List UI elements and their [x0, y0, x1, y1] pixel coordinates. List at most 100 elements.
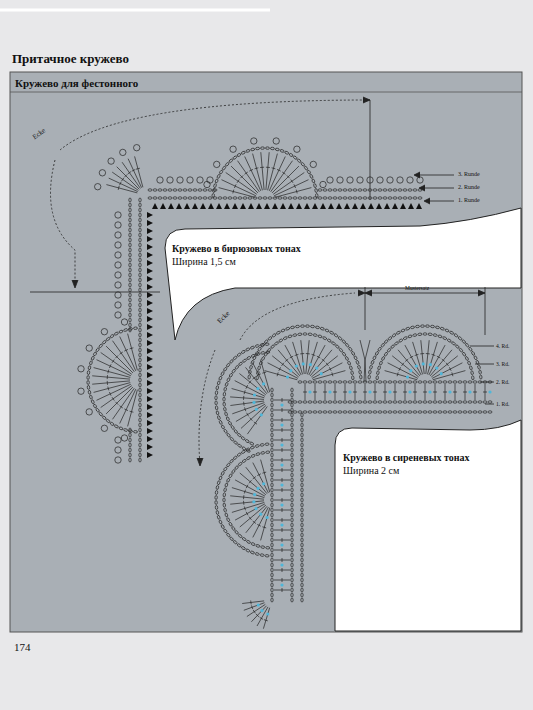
stitch — [294, 184, 296, 188]
stitch — [129, 458, 131, 462]
stitch — [139, 363, 141, 367]
stitch — [271, 598, 273, 602]
stitch — [213, 183, 216, 188]
stitch — [99, 170, 105, 176]
stitch — [158, 197, 162, 199]
stitch — [338, 189, 342, 191]
stitch — [289, 369, 292, 372]
stitch — [282, 438, 283, 442]
stitch — [323, 197, 327, 199]
stitch — [271, 543, 273, 547]
stitch — [268, 197, 272, 199]
stitch — [271, 548, 273, 552]
stitch — [129, 443, 131, 447]
stitch — [224, 508, 227, 512]
stitch — [139, 398, 141, 402]
stitch — [237, 433, 242, 437]
stitch — [257, 366, 260, 371]
stitch — [354, 355, 358, 360]
stitch — [266, 451, 270, 454]
stitch — [437, 356, 441, 358]
stitch — [260, 147, 264, 150]
stitch — [280, 583, 283, 586]
stitch — [388, 411, 392, 413]
stitch — [468, 411, 472, 413]
stitch — [349, 366, 352, 371]
stitch — [378, 381, 382, 383]
stitch — [291, 478, 293, 482]
stitch — [301, 438, 303, 442]
stitch — [289, 153, 294, 157]
stitch — [107, 375, 108, 379]
stitch — [139, 343, 141, 347]
stitch — [315, 367, 318, 370]
stitch — [300, 353, 304, 354]
stitch — [139, 223, 141, 227]
dimension-lines — [30, 97, 494, 466]
stitch — [129, 238, 131, 242]
stitch — [271, 408, 273, 412]
stitch — [224, 488, 227, 492]
stitch — [388, 401, 392, 403]
stitch — [435, 367, 438, 370]
stitch — [147, 348, 153, 354]
stitch — [173, 197, 177, 199]
stitch — [250, 446, 255, 450]
stitch — [139, 413, 141, 417]
stitch — [413, 189, 417, 191]
stitch — [397, 177, 403, 183]
stitch — [373, 197, 377, 199]
stitch — [291, 468, 293, 472]
stitch — [265, 343, 269, 346]
stitch — [250, 346, 255, 350]
stitch — [396, 331, 401, 335]
stitch — [139, 333, 141, 337]
stitch — [217, 174, 221, 179]
stitch — [433, 411, 437, 413]
stitch — [345, 356, 349, 361]
stitch — [237, 444, 242, 448]
stitch — [301, 568, 303, 572]
stitch — [301, 433, 303, 437]
stitch — [301, 528, 303, 532]
stitch — [120, 389, 136, 423]
stitch — [291, 428, 293, 432]
stitch — [247, 604, 265, 616]
stitch — [369, 365, 372, 369]
stitch — [301, 523, 303, 527]
stitch — [373, 381, 377, 383]
stitch — [112, 360, 114, 363]
stitch — [94, 383, 131, 393]
stitch — [129, 203, 131, 207]
stitch — [242, 459, 247, 463]
stitch — [388, 336, 393, 340]
stitch — [147, 244, 153, 250]
stitch — [147, 284, 153, 290]
stitch — [320, 372, 323, 375]
stitch — [268, 336, 273, 340]
stitch — [282, 558, 283, 562]
stitch — [148, 197, 152, 199]
stitch — [226, 478, 230, 483]
stitch — [235, 480, 265, 496]
chart-label: Кружево для фестонного — [15, 77, 138, 89]
stitch — [120, 337, 136, 371]
stitch — [269, 157, 285, 191]
stitch — [215, 391, 218, 395]
stitch — [322, 336, 327, 340]
stitch — [357, 177, 363, 183]
stitch — [223, 429, 227, 434]
stitch — [313, 401, 317, 403]
stitch — [245, 549, 250, 553]
stitch — [373, 189, 377, 191]
stitch — [96, 408, 100, 413]
stitch — [139, 328, 141, 332]
stitch — [253, 393, 256, 396]
stitch — [282, 408, 283, 412]
stitch — [291, 180, 293, 183]
stitch — [260, 343, 264, 346]
stitch — [363, 197, 367, 199]
stitch — [255, 147, 259, 150]
stitch — [473, 392, 477, 393]
stitch — [373, 355, 377, 360]
